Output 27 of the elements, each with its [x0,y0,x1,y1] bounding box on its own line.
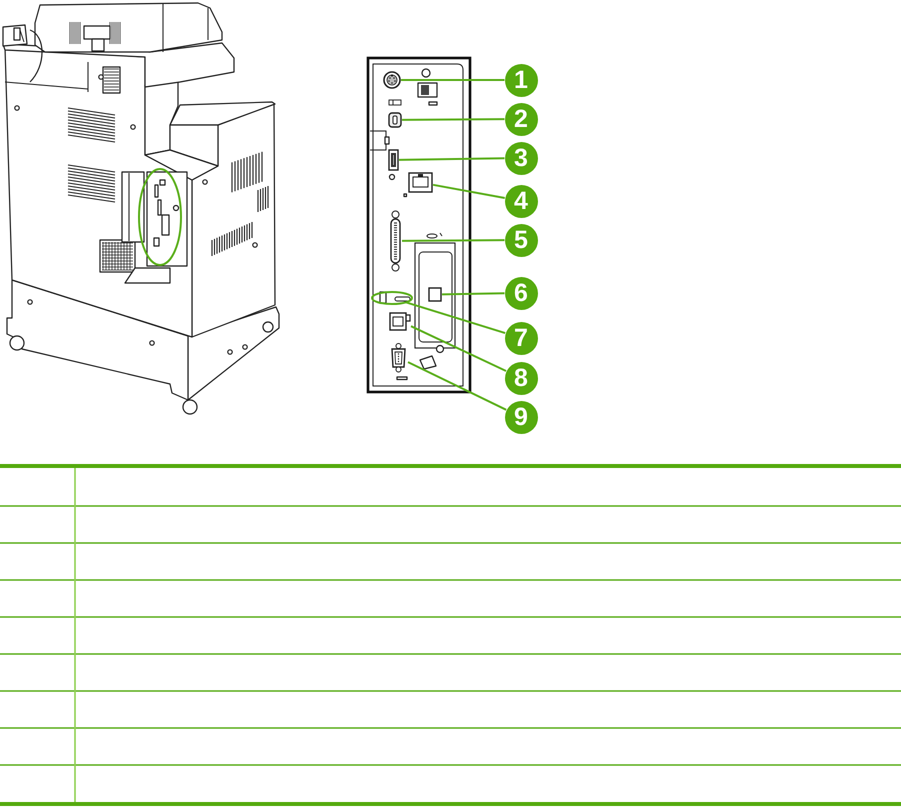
leader-line [406,301,506,334]
network-jack [389,311,411,331]
callout-number: 2 [504,102,538,136]
callout-number: 6 [504,276,538,310]
callout-number: 1 [504,64,538,96]
leader-line [442,292,505,296]
callout-number: 9 [504,400,538,434]
callout-number: 3 [504,142,538,174]
callout-number: 7 [504,322,538,354]
leader-line [402,239,504,242]
callout-number: 8 [504,362,538,394]
leader-line [408,361,507,411]
leader-line [402,118,504,121]
square-port [388,112,402,128]
narrow-port [388,149,399,171]
round-connector [383,71,401,89]
long-connector [389,210,402,272]
callout-number: 5 [504,224,538,256]
leader-line [410,325,507,372]
phone-jack [408,172,433,193]
d-sub-connector [389,343,408,372]
callout-number: 4 [504,184,538,218]
leader-line [432,184,505,199]
square-socket [428,287,442,302]
leader-line [398,157,505,161]
leader-line [401,79,504,81]
highlight-ellipse [371,291,413,305]
